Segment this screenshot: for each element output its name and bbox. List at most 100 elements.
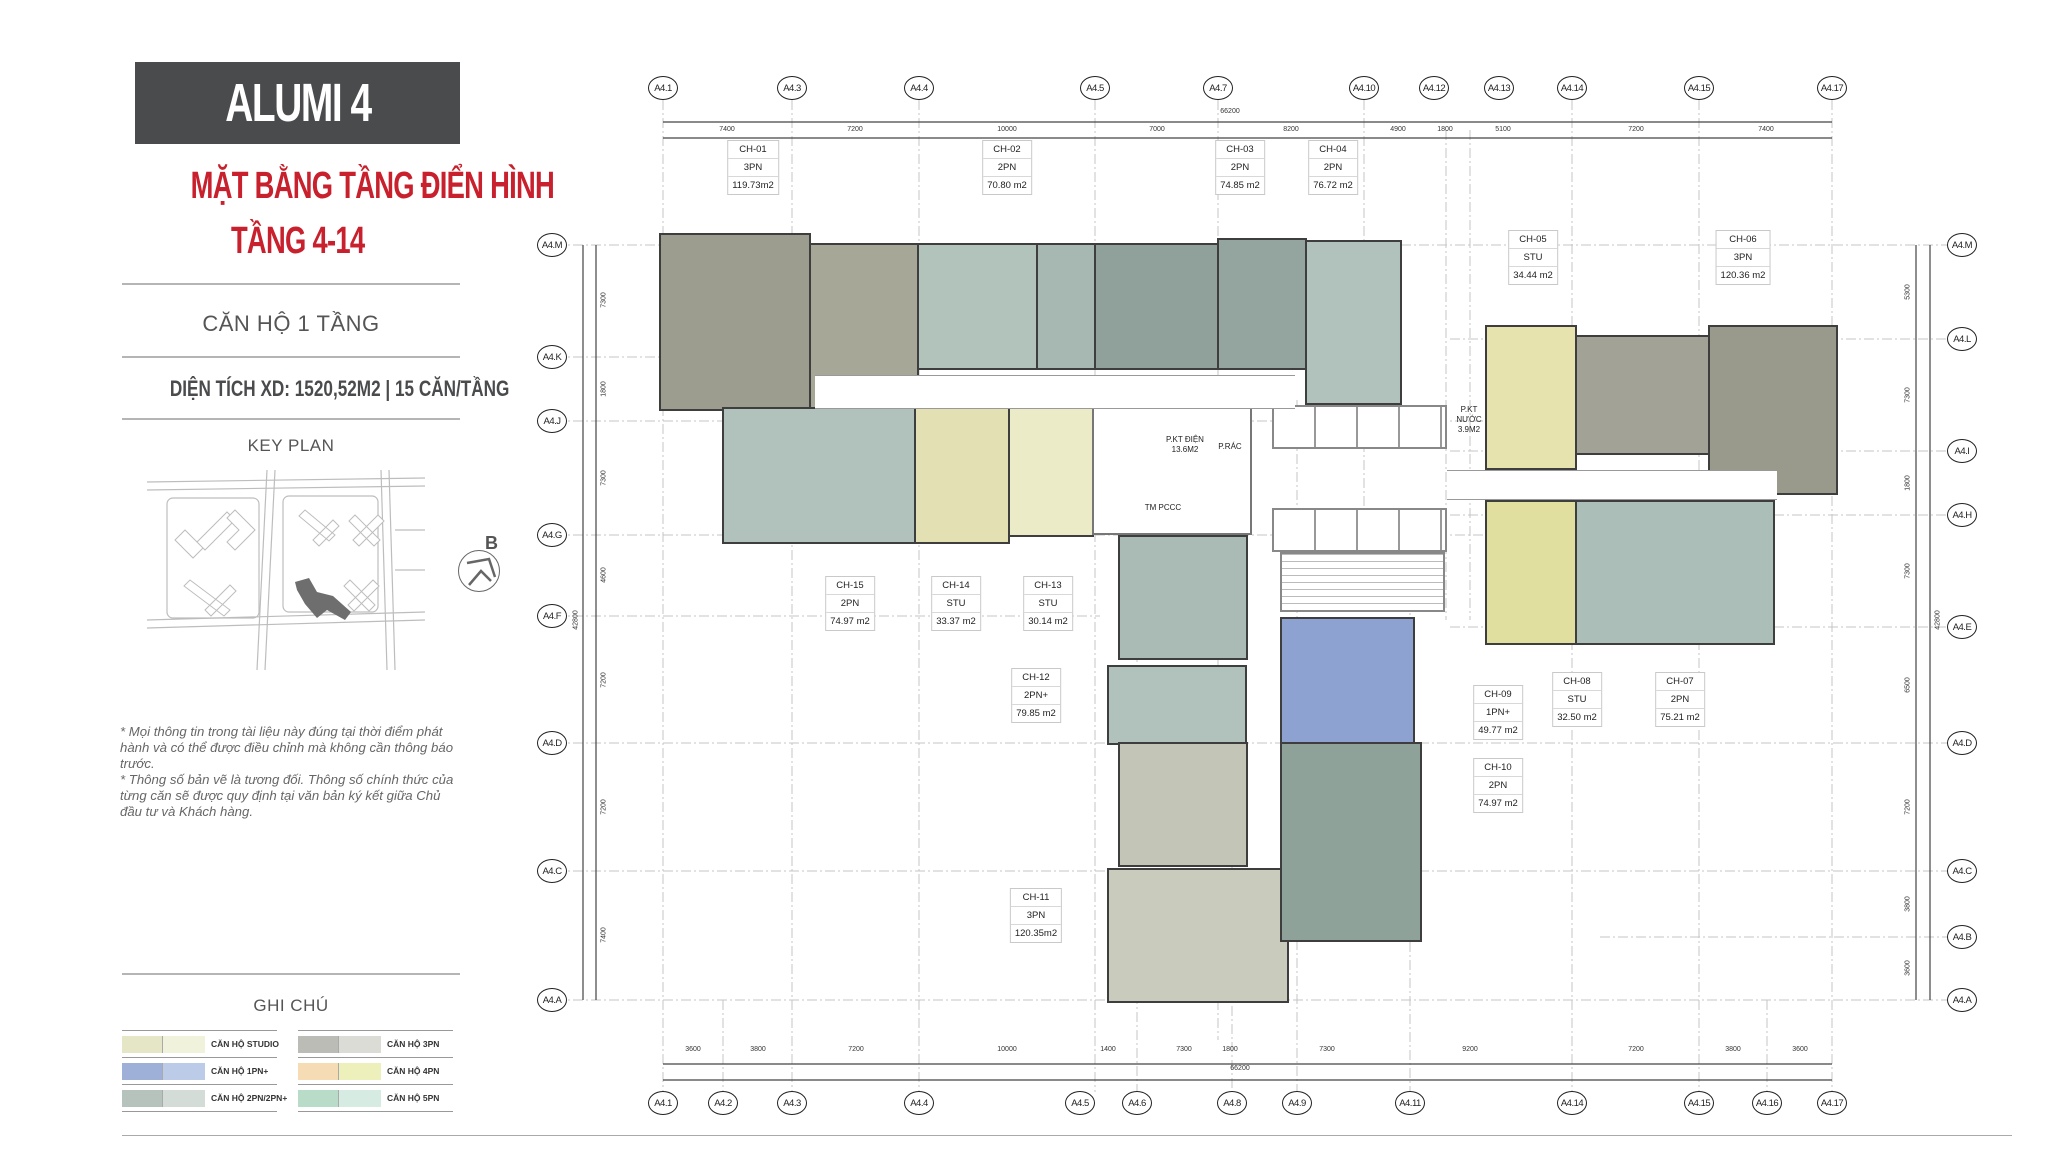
dimension: 3800 xyxy=(750,1046,766,1053)
grid-bubble: A4.A xyxy=(1947,988,1977,1012)
dimension: 7400 xyxy=(600,927,608,943)
dimension: 10000 xyxy=(997,126,1017,133)
grid-bubble: A4.6 xyxy=(1122,1091,1152,1115)
dimension: 7300 xyxy=(1319,1046,1335,1053)
unit-ch14[interactable] xyxy=(914,407,1010,544)
grid-bubble: A4.12 xyxy=(1419,76,1449,100)
divider xyxy=(122,283,460,285)
dimension: 1800 xyxy=(1904,475,1912,491)
legend-item-3pn: CĂN HỘ 3PN xyxy=(298,1030,453,1058)
grid-bubble: A4.4 xyxy=(904,76,934,100)
service-core xyxy=(1092,405,1252,535)
legend-title: GHI CHÚ xyxy=(253,996,329,1015)
unit-ch06-bedrooms[interactable] xyxy=(1575,335,1710,455)
grid-bubble: A4.J xyxy=(537,409,567,433)
grid-bubble: A4.B xyxy=(1947,925,1977,949)
grid-bubble: A4.16 xyxy=(1752,1091,1782,1115)
dimension: 5300 xyxy=(1904,284,1912,300)
unit-ch12-living[interactable] xyxy=(1107,665,1247,745)
unit-ch02-bedroom[interactable] xyxy=(1036,243,1096,370)
grid-bubble: A4.4 xyxy=(904,1091,934,1115)
dimension: 3600 xyxy=(1904,960,1912,976)
dimension: 1800 xyxy=(1222,1046,1238,1053)
unit-ch11[interactable] xyxy=(1118,742,1248,867)
grid-bubble: A4.C xyxy=(1947,859,1977,883)
legend-swatch xyxy=(122,1089,205,1107)
dimension: 7200 xyxy=(600,799,608,815)
legend-item-studio: CĂN HỘ STUDIO xyxy=(122,1030,279,1058)
fire-control-label: TM PCCC xyxy=(1144,503,1182,512)
unit-ch03[interactable] xyxy=(1094,243,1219,370)
unit-ch12[interactable] xyxy=(1118,535,1248,660)
divider xyxy=(122,973,460,975)
dimension: 6500 xyxy=(1904,677,1912,693)
unit-ch06[interactable] xyxy=(1708,325,1838,495)
grid-bubble: A4.I xyxy=(1947,439,1977,463)
key-plan-label: KEY PLAN xyxy=(247,436,335,455)
dimension: 7300 xyxy=(1176,1046,1192,1053)
grid-bubble: A4.14 xyxy=(1557,1091,1587,1115)
dimension: 3600 xyxy=(685,1046,701,1053)
grid-bubble: A4.8 xyxy=(1217,1091,1247,1115)
unit-ch13[interactable] xyxy=(1008,407,1094,537)
dimension: 1800 xyxy=(600,381,608,397)
dimension: 7200 xyxy=(847,126,863,133)
legend-column-right: CĂN HỘ 3PN CĂN HỘ 4PN CĂN HỘ 5PN xyxy=(298,1030,453,1112)
unit-ch15[interactable] xyxy=(722,407,916,544)
grid-bubble: A4.M xyxy=(1947,233,1977,257)
grid-bubble: A4.1 xyxy=(648,76,678,100)
grid-bubble: A4.9 xyxy=(1282,1091,1312,1115)
dimension: 1400 xyxy=(1100,1046,1116,1053)
unit-ch10[interactable] xyxy=(1280,742,1422,942)
grid-bubble: A4.G xyxy=(537,523,567,547)
unit-ch04[interactable] xyxy=(1217,238,1307,370)
grid-bubble: A4.15 xyxy=(1684,1091,1714,1115)
dimension: 7200 xyxy=(848,1046,864,1053)
dimension: 4600 xyxy=(600,567,608,583)
dimension: 7200 xyxy=(1628,126,1644,133)
unit-ch01[interactable] xyxy=(659,233,811,411)
dimension-right-total: 42800 xyxy=(1934,610,1942,630)
legend-swatch xyxy=(298,1035,381,1053)
unit-ch02[interactable] xyxy=(917,243,1038,370)
grid-bubble: A4.A xyxy=(537,988,567,1012)
legend-swatch xyxy=(298,1062,381,1080)
grid-bubble: A4.7 xyxy=(1203,76,1233,100)
grid-bubble: A4.L xyxy=(1947,327,1977,351)
divider xyxy=(122,356,460,358)
dimension: 9200 xyxy=(1462,1046,1478,1053)
grid-bubble: A4.E xyxy=(1947,615,1977,639)
grid-bubble: A4.3 xyxy=(777,1091,807,1115)
area-info: DIỆN TÍCH XD: 1520,52M2 | 15 CĂN/TẦNG xyxy=(169,376,510,401)
dimension: 7300 xyxy=(600,470,608,486)
unit-ch08[interactable] xyxy=(1485,500,1577,645)
grid-bubble: A4.1 xyxy=(648,1091,678,1115)
unit-ch04-living[interactable] xyxy=(1305,240,1402,405)
unit-ch05[interactable] xyxy=(1485,325,1577,470)
dimension: 7400 xyxy=(719,126,735,133)
unit-ch09[interactable] xyxy=(1280,617,1415,744)
dimension-top-total: 66200 xyxy=(1220,108,1240,115)
grid-bubble: A4.13 xyxy=(1484,76,1514,100)
legend-column-left: CĂN HỘ STUDIO CĂN HỘ 1PN+ CĂN HỘ 2PN/2PN… xyxy=(122,1030,287,1112)
project-title-box: ALUMI 4 xyxy=(135,62,460,144)
legend-swatch xyxy=(298,1089,381,1107)
dimension: 3800 xyxy=(1725,1046,1741,1053)
grid-bubble: A4.10 xyxy=(1349,76,1379,100)
grid-bubble: A4.15 xyxy=(1684,76,1714,100)
dimension: 7300 xyxy=(1904,387,1912,403)
dimension: 7200 xyxy=(600,672,608,688)
dimension: 7400 xyxy=(1758,126,1774,133)
legend-item-2pn: CĂN HỘ 2PN/2PN+ xyxy=(122,1085,287,1112)
unit-ch11-living[interactable] xyxy=(1107,868,1289,1003)
trash-room-label: P.RÁC xyxy=(1218,442,1242,451)
unit-ch07[interactable] xyxy=(1575,500,1775,645)
grid-bubble: A4.D xyxy=(537,731,567,755)
page-footer-rule xyxy=(122,1135,2012,1136)
unit-category: CĂN HỘ 1 TẦNG xyxy=(202,311,380,336)
